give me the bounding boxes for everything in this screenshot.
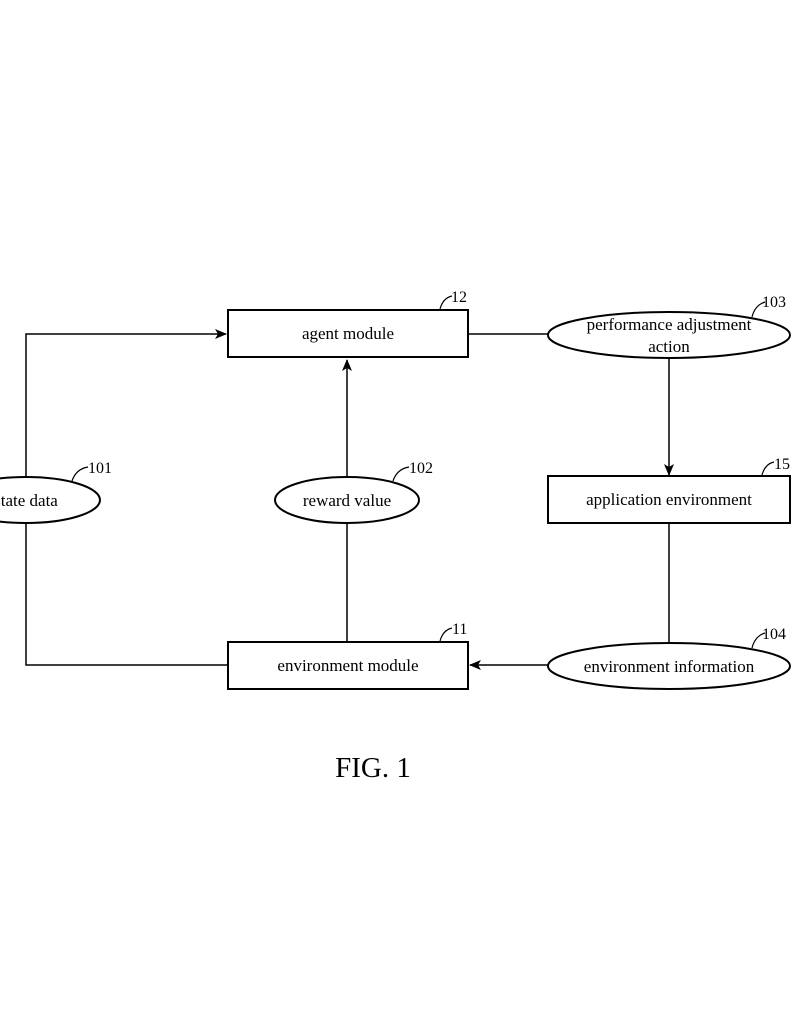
performance-adjustment-action-ref-leader (751, 301, 766, 318)
performance-adjustment-action-label-line2: action (648, 337, 690, 356)
application-environment-label: application environment (586, 490, 752, 509)
state-data-ref: 101 (88, 460, 112, 477)
reward-value-label: reward value (303, 491, 391, 510)
application-environment-node: application environment 15 (547, 456, 791, 524)
edge-env-to-state-data (25, 523, 228, 666)
agent-module-ref: 12 (451, 289, 467, 306)
environment-module-ref: 11 (452, 621, 467, 638)
environment-module-label: environment module (277, 656, 418, 675)
performance-adjustment-action-node: performance adjustment action 103 (547, 294, 791, 359)
state-data-ref-leader (71, 466, 89, 482)
application-environment-ref: 15 (774, 456, 790, 473)
environment-information-node: environment information 104 (547, 626, 791, 690)
agent-module-label: agent module (302, 324, 394, 343)
performance-adjustment-action-label-line1: performance adjustment (587, 315, 752, 334)
application-environment-ref-leader (761, 461, 775, 476)
environment-module-node: environment module 11 (227, 621, 469, 690)
environment-information-label: environment information (584, 657, 755, 676)
figure-caption: FIG. 1 (335, 752, 411, 784)
reward-value-node: reward value 102 (274, 460, 433, 524)
state-data-label: state data (0, 491, 58, 510)
state-data-node: state data 101 (0, 460, 112, 524)
environment-information-ref-leader (751, 632, 766, 649)
agent-module-ref-leader (439, 295, 453, 310)
performance-adjustment-action-ref: 103 (762, 294, 786, 311)
reward-value-ref-leader (392, 466, 410, 482)
edge-state-data-to-agent (25, 329, 227, 478)
agent-module-node: agent module 12 (227, 289, 469, 358)
reward-value-ref: 102 (409, 460, 433, 477)
environment-module-ref-leader (439, 627, 453, 642)
environment-information-ref: 104 (762, 626, 786, 643)
